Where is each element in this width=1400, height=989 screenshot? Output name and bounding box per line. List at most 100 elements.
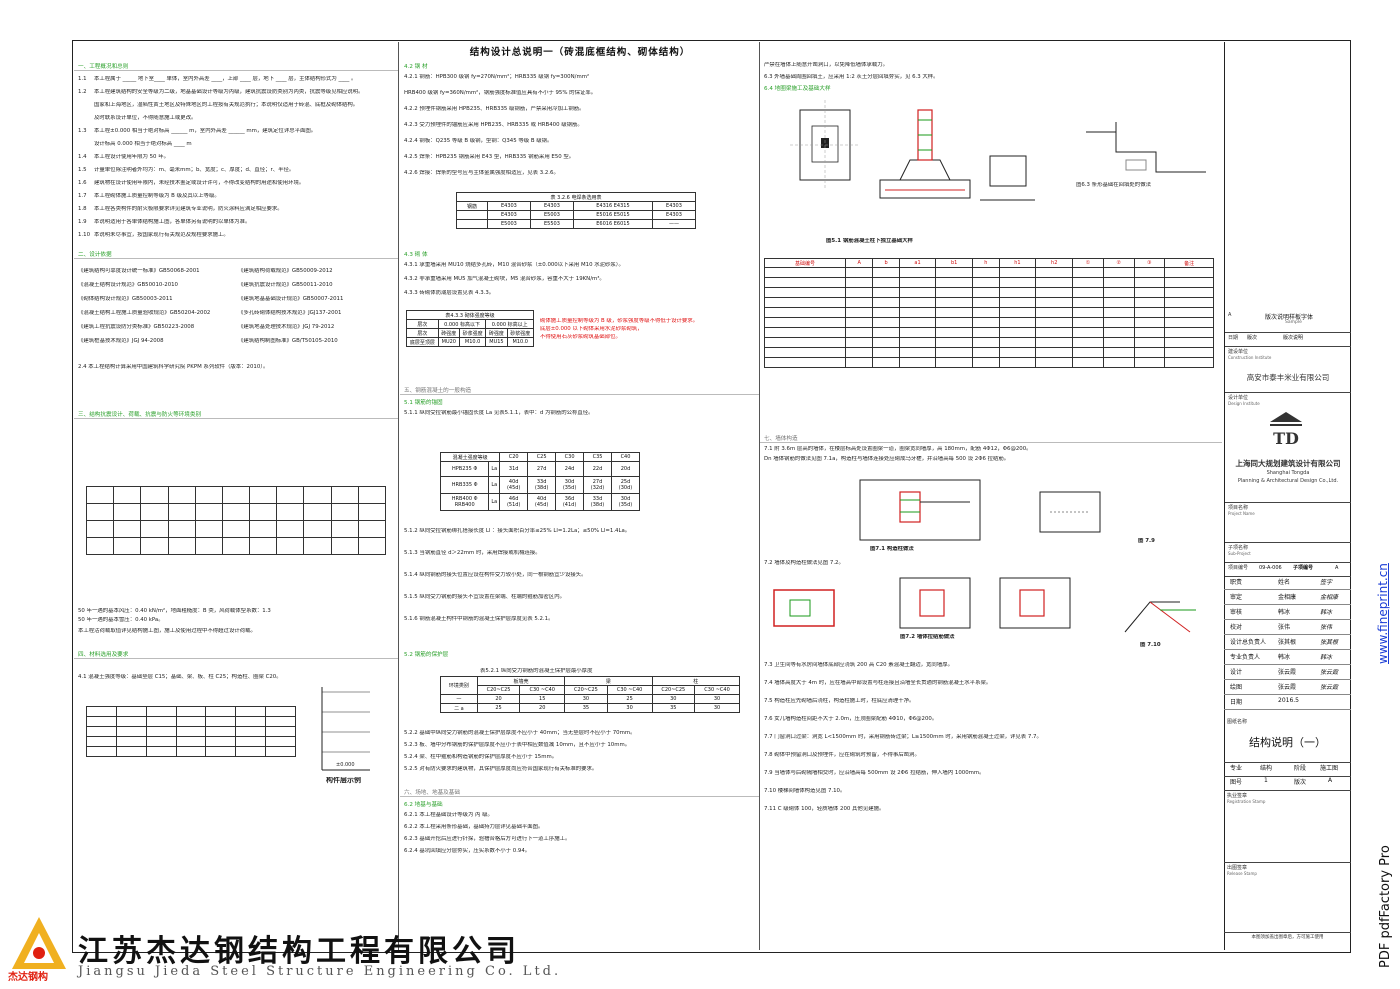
roster-role: 专业负责人 <box>1230 654 1261 661</box>
cell: E4303 <box>486 201 531 211</box>
electrode-table: 表 3.2.6 电焊条选用表 钢筋 E4303 E4303 E4316 E431… <box>456 192 697 229</box>
note-line: 7.11 C 级砌体 100，轻质墙体 200 其他见建施。 <box>764 806 885 812</box>
cell: HRB335 Φ <box>439 476 490 494</box>
cell: C30 <box>555 452 585 462</box>
roster-role: 校对 <box>1230 624 1243 631</box>
roster-row: 设计张云霞张云霞 <box>1224 664 1351 680</box>
cell: 0.000 标高以上 <box>485 319 534 329</box>
roster-name: 韩冰 <box>1278 654 1291 661</box>
fineprint-link[interactable]: www.fineprint.cn <box>1376 563 1390 664</box>
cell: 层次 <box>406 328 439 338</box>
table-header-cell: a1 <box>898 258 937 268</box>
phase-label: 阶段 <box>1294 765 1307 772</box>
designer-label: 设计单位 <box>1228 395 1249 401</box>
roster-role: 审定 <box>1230 594 1243 601</box>
code-reference: 《建筑结构荷载规范》GB50009-2012 <box>238 268 333 274</box>
roster-name: 张其根 <box>1278 639 1297 646</box>
logo-text: TD <box>1273 429 1299 448</box>
cell: 20 <box>476 694 521 704</box>
cover-table-title: 表5.2.1 纵向受力钢筋的混凝土保护层最小厚度 <box>480 668 593 674</box>
section-steel: 4.2 钢 材 <box>404 64 428 70</box>
section-masonry: 4.3 砌 体 <box>404 252 428 258</box>
cell: 35 <box>564 703 608 713</box>
project-label: 项目名称 <box>1228 505 1249 511</box>
document-title: 结构设计总说明一（砖混底框结构、砌体结构） <box>469 47 691 58</box>
fig-7-9-caption: 图 7.9 <box>1138 538 1155 544</box>
rev-label-2: 版次 <box>1294 779 1307 786</box>
column-detail-drawing <box>859 479 1101 541</box>
note-line: 5.1.3 当钢筋直径 d＞22mm 时，采用焊接或机械连接。 <box>404 550 541 556</box>
code-reference: 《混凝土结构设计规范》GB50010-2010 <box>78 282 178 288</box>
electrode-table-title: 表 3.2.6 电焊条选用表 <box>456 192 696 202</box>
cell: 40d (45d) <box>499 476 529 494</box>
note-text: 本工程属于 _____ 地下室____ 单体，室内外高差 ____，上部 ___… <box>94 76 357 82</box>
code-reference: 《建筑结构制图标准》GB/T50105-2010 <box>238 338 338 344</box>
note-line: 7.5 构造柱应先砌墙后浇柱，构造柱施工时，柱底应清理干净。 <box>764 698 915 704</box>
table-header-cell: b <box>872 258 900 268</box>
cell: La <box>488 461 501 477</box>
cell <box>456 219 488 229</box>
note-line: 7.10 楼梯间墙体构造见图 7.10。 <box>764 788 846 794</box>
elevation-diagram <box>321 687 370 771</box>
software-note: 2.4 本工程结构计算采用中国建筑科学研究院 PKPM 系列软件（版本：2010… <box>78 364 269 370</box>
fig-7-1-caption: 图7.1 构造柱做法 <box>870 546 914 552</box>
cell: C30 ~C40 <box>694 685 740 695</box>
designer-sub: Design Institute <box>1228 401 1260 406</box>
roster-role: 设计总负责人 <box>1230 639 1267 646</box>
footer-note: 本图须加盖出图章后，方可施工使用 <box>1251 935 1324 940</box>
cell: C20~C25 <box>651 685 696 695</box>
note-line: 7.3 卫生间等有水房间墙体底部应浇筑 200 高 C20 素混凝土翻边，宽同墙… <box>764 662 953 668</box>
cell: E5003 <box>486 219 531 229</box>
rev-no: A <box>1328 777 1333 784</box>
note-line: 4.3.3 砖砌体防潮层设置见表 4.3.3。 <box>404 290 495 296</box>
sub-no: A <box>1335 565 1339 571</box>
cell: 钢筋 <box>456 201 488 211</box>
cell: MU20 <box>437 337 460 347</box>
stair-wall-drawing <box>1124 601 1196 633</box>
cell: 33d (38d) <box>583 493 612 511</box>
roster-sig: 金相康 <box>1320 594 1339 601</box>
cell: E4303 <box>651 201 697 211</box>
section-title-basis: 二、设计依据 <box>78 252 112 258</box>
cell: 36d (41d) <box>555 493 585 511</box>
note-line: 及时联系设计单位，不得随意施工或更改。 <box>78 115 394 122</box>
project-name-block: 项目名称 Project Name <box>1225 502 1351 543</box>
table-header-cell: h1 <box>998 258 1037 268</box>
roster-name: 张云霞 <box>1278 669 1297 676</box>
rev-letter: A <box>1228 312 1232 318</box>
note-number: 1.6 <box>78 180 87 186</box>
roster-name: 张伟 <box>1278 624 1291 631</box>
cell: 0.000 标高以下 <box>437 319 487 329</box>
note-number: 1.2 <box>78 89 87 95</box>
desc-label: 版次说明 <box>1283 335 1304 341</box>
cell: 30 <box>564 694 608 704</box>
cover-table: 环境类别 板墙壳 梁 柱 C20~C25 C30 ~C40 C20~C25 C3… <box>440 676 741 713</box>
cell: C35 <box>583 452 612 462</box>
cell: 30d (35d) <box>555 476 585 494</box>
cell: 30d (35d) <box>611 493 640 511</box>
cell: 24d <box>555 461 585 477</box>
reg-sub: Registration Stamp <box>1227 799 1266 804</box>
company-logo-icon <box>12 917 66 969</box>
section-title-seismic: 三、结构抗震设计、荷载、抗震与防火等环境类别 <box>78 412 202 418</box>
note-line: 4.3.1 承重墙采用 MU10 烧结多孔砖，M10 混合砂浆（±0.000以下… <box>404 262 624 268</box>
company-abbreviation: 杰达钢构 <box>8 972 48 983</box>
code-reference: 《建筑桩基技术规范》JGJ 94-2008 <box>78 338 164 344</box>
section-foundation: 六、场地、地基及基础 <box>404 790 460 796</box>
roster-row: 审核韩冰韩冰 <box>1224 604 1351 620</box>
project-number-row: 项目编号 09-A-006 子项编号 A <box>1225 562 1351 577</box>
roster-name: 2016.5 <box>1278 697 1299 704</box>
roster-sig: 张其根 <box>1320 639 1339 646</box>
column-details: 严禁在墙体上随意开凿洞口，以免降低墙体承载力。 6.3 外墙基础周围回填土，应采… <box>760 42 1222 950</box>
designer-en-2: Planning & Architectural Design Co.,Ltd. <box>1237 478 1339 484</box>
wall-note-2: Dn 墙体钢筋的做法见图 7.1a，构造柱与墙体连接处应砌成马牙槎，并沿墙高每 … <box>764 456 1010 462</box>
cell: E4303 <box>486 210 531 220</box>
cell: E5016 E5015 <box>572 210 653 220</box>
title-block: A 版次说明样板字体 Sample 日期 版次 版次说明 建设单位 Constr… <box>1224 42 1351 950</box>
company-name-cn: 江苏杰达钢结构工程有限公司 <box>78 934 520 969</box>
